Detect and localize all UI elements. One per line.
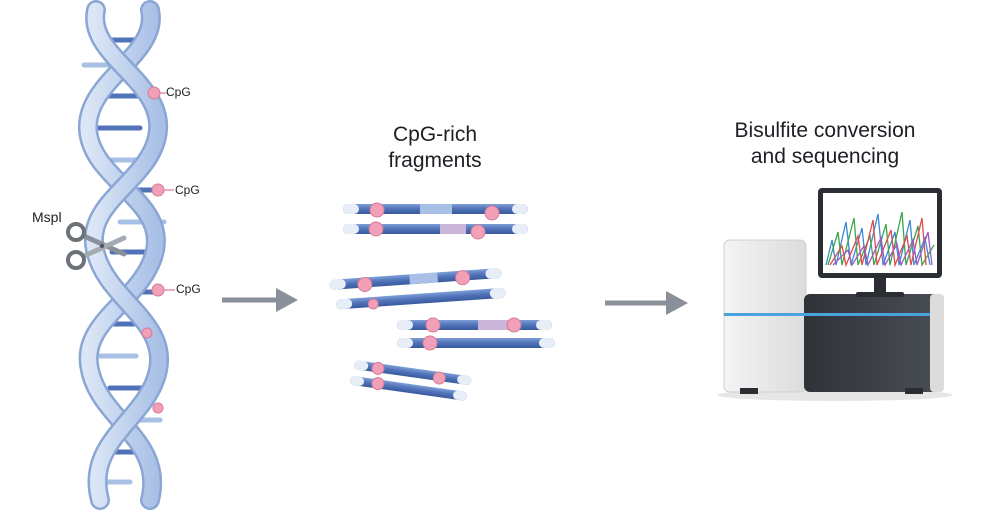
- cpg-site-markers: [141, 86, 165, 414]
- cpg-label-3: CpG: [176, 282, 201, 296]
- monitor: [818, 188, 942, 278]
- sequencer-machine-icon: [717, 188, 953, 401]
- dna-fragments: [329, 202, 555, 401]
- fragments-title-line2: fragments: [388, 149, 482, 172]
- fragments-title-line1: CpG-rich: [392, 123, 477, 146]
- right-arrow-icon-2: [605, 291, 688, 315]
- sequencing-title-line1: Bisulfite conversion: [734, 119, 916, 142]
- sequencing-title: Bisulfite conversion and sequencing: [720, 118, 930, 170]
- sequencing-title-line2: and sequencing: [750, 145, 900, 168]
- cpg-label-2: CpG: [175, 183, 200, 197]
- fragment-pair-1: [343, 202, 528, 240]
- dna-double-helix: [78, 0, 175, 510]
- fragment-pair-2: [329, 268, 506, 310]
- cpg-callout-lines: [160, 92, 175, 291]
- right-arrow-icon: [222, 288, 298, 312]
- fragment-pair-3: [397, 317, 555, 351]
- scissors-icon: [66, 222, 127, 270]
- fragments-title: CpG-rich fragments: [360, 122, 510, 174]
- enzyme-label: Mspl: [32, 209, 62, 225]
- fragment-pair-4: [350, 360, 472, 401]
- chromatogram-trace: [825, 211, 935, 268]
- dna-strand-back-fill: [80, 2, 164, 508]
- cpg-label-1: CpG: [166, 85, 191, 99]
